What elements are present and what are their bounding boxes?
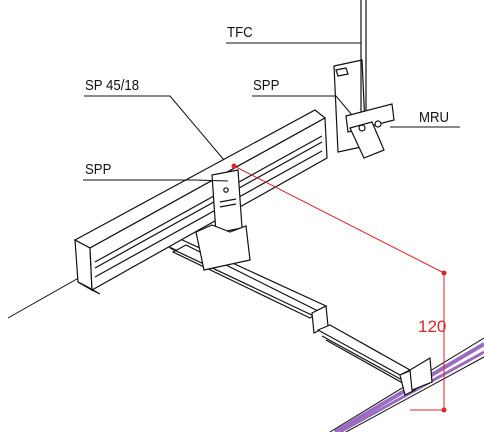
label-mru: MRU — [419, 109, 450, 126]
label-spp-mid: SPP — [85, 161, 112, 178]
spp-clip-mid — [195, 169, 251, 271]
main-profile — [73, 109, 328, 295]
leader-lines — [83, 42, 460, 182]
label-sp-45-18: SP 45/18 — [85, 77, 140, 94]
mru-adjuster — [345, 103, 395, 159]
label-tfc: TFC — [227, 24, 253, 41]
label-spp-top: SPP — [253, 77, 280, 94]
dimension-label: 120 — [418, 317, 447, 336]
dimension-120 — [231, 163, 447, 413]
